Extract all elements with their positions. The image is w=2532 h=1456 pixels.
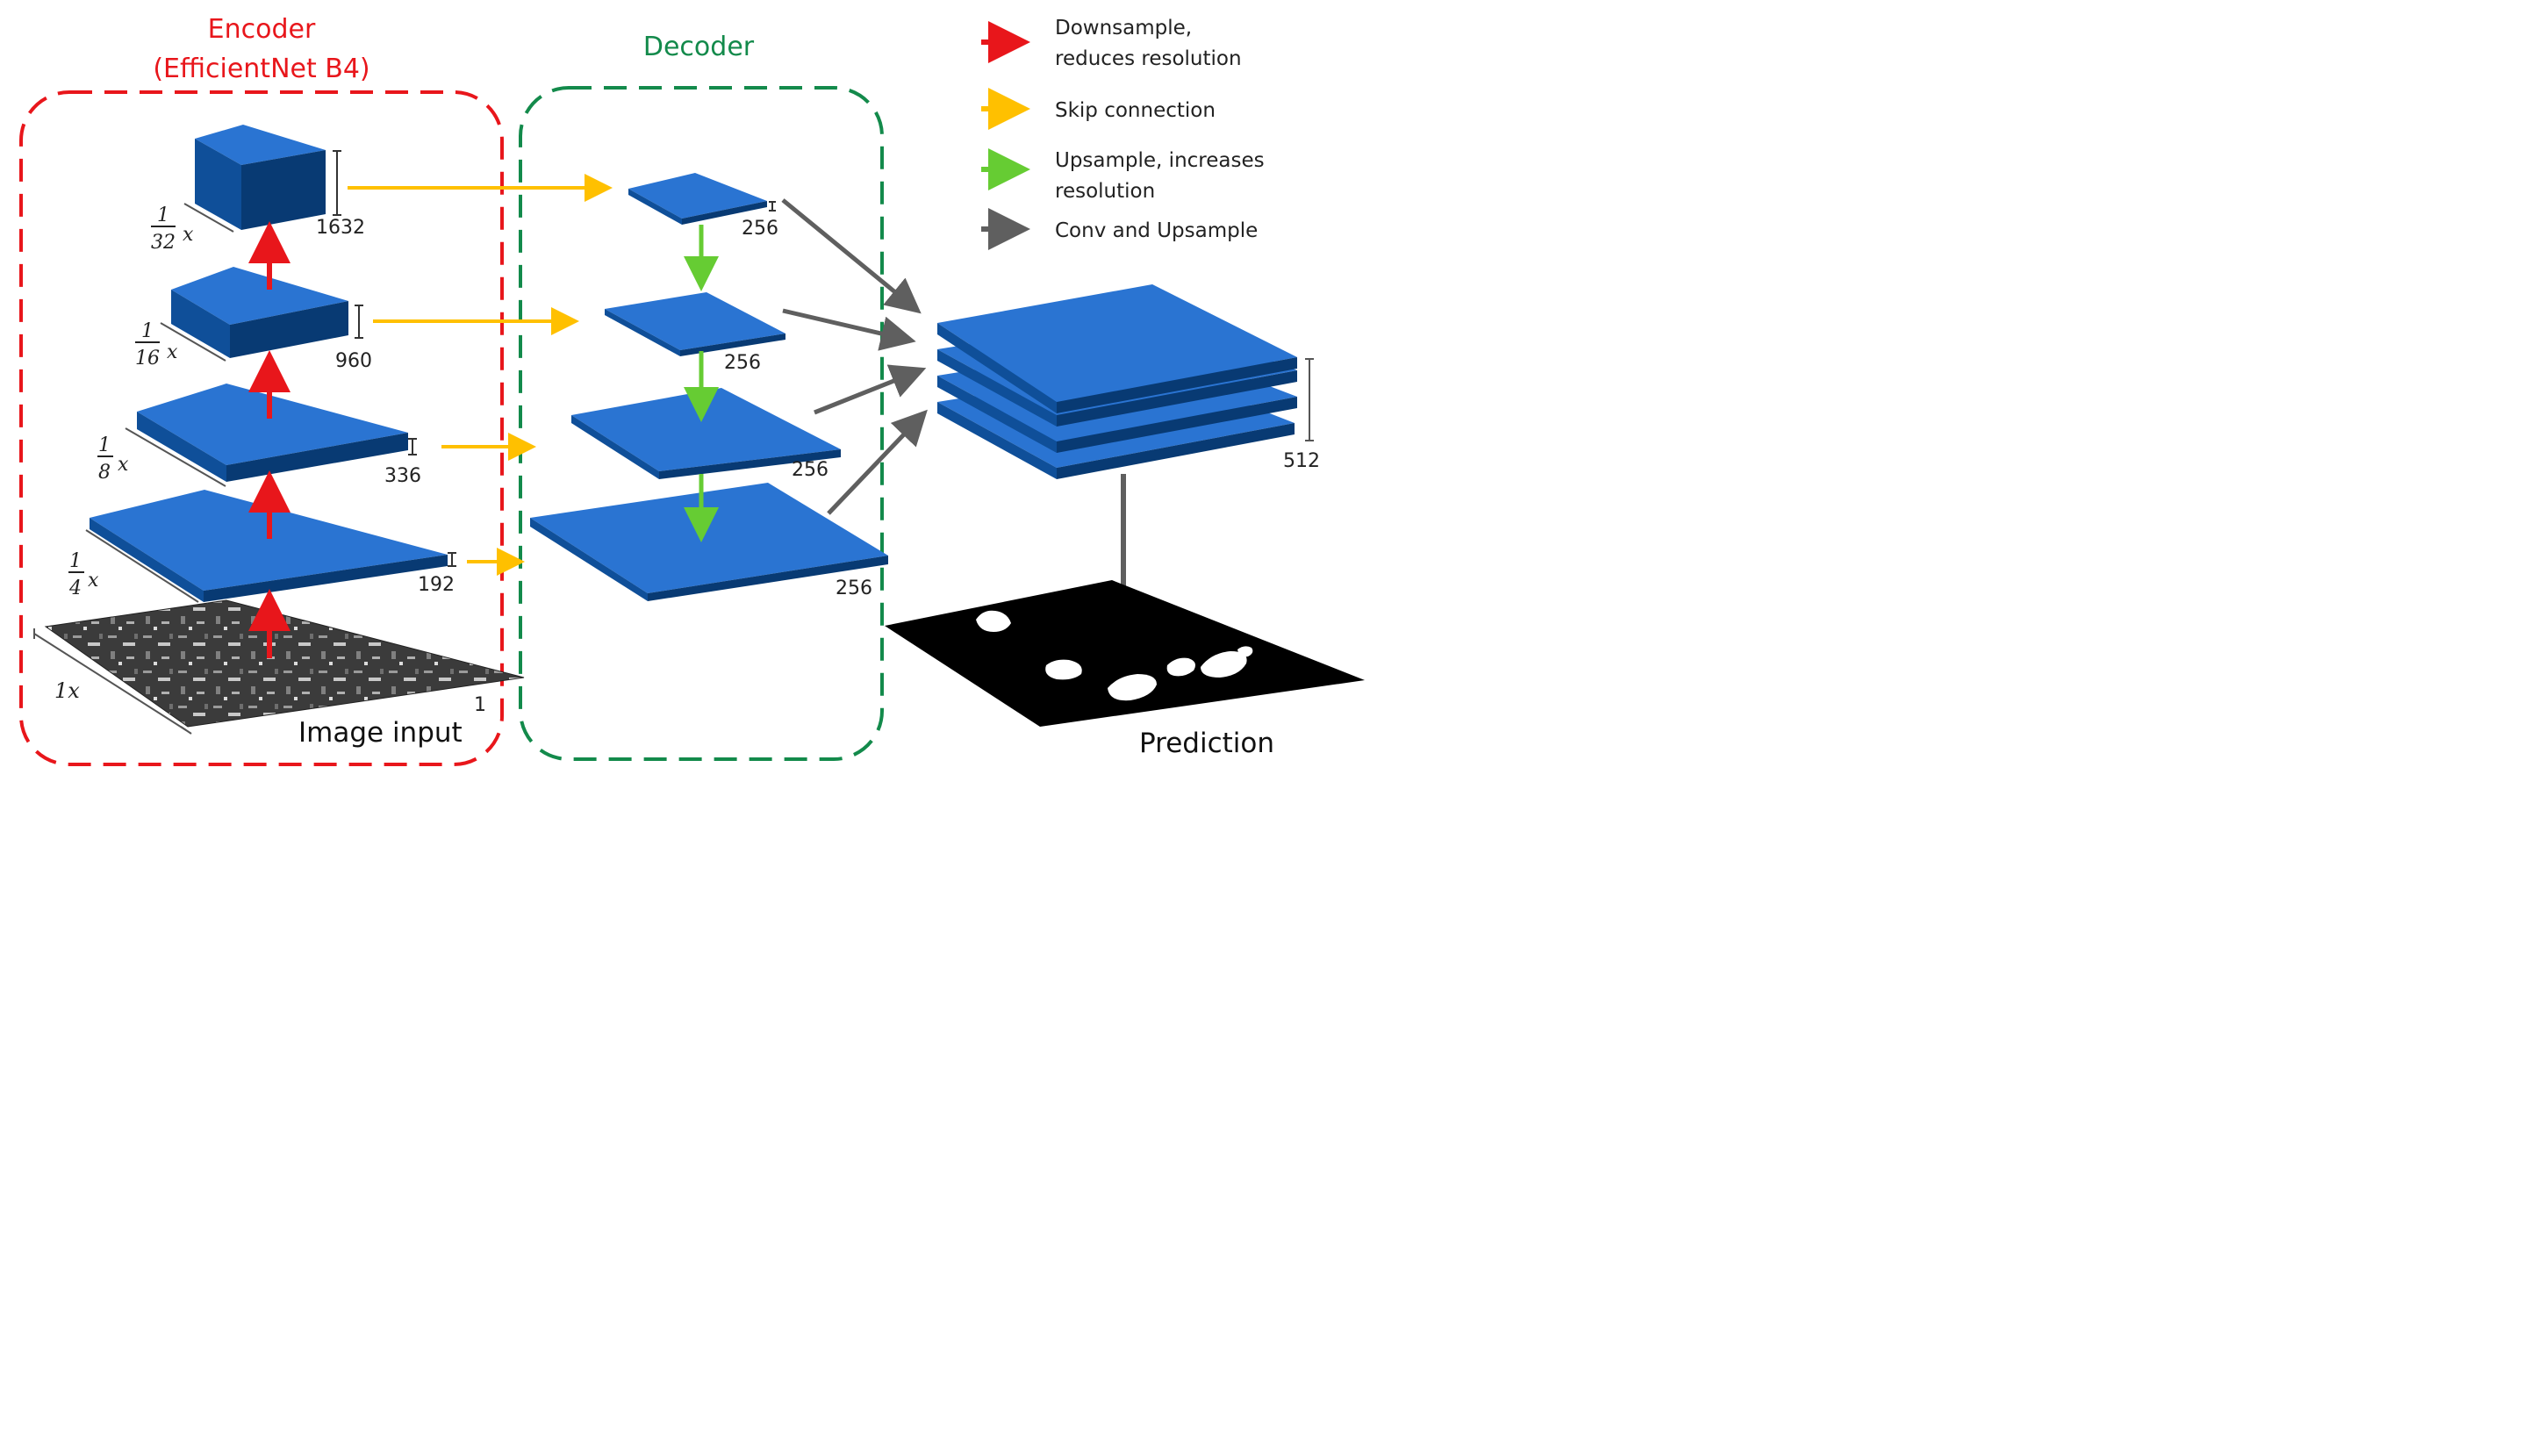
frac-eighth-x: x [118,454,129,476]
frac-thirtysecond-den: 32 [151,232,176,254]
frac-sixteenth-num: 1 [141,320,154,342]
image-input-scale: 1x [54,678,80,703]
decoder-plate-3: 256 [571,388,841,481]
frac-quarter-num: 1 [69,550,82,572]
prediction-mask: Prediction [885,580,1365,759]
frac-thirtysecond-num: 1 [157,204,169,226]
encoder-eighth-channels: 336 [384,465,421,487]
encoder-block-eighth: 1 8 x 336 [97,384,421,487]
frac-quarter-den: 4 [68,577,82,599]
encoder-thirtysecond-channels: 1632 [316,217,365,239]
decoder-plate-1: 256 [628,173,778,240]
prediction-label: Prediction [1139,728,1274,759]
output-channels: 512 [1283,450,1320,472]
frac-eighth-den: 8 [98,462,111,484]
encoder-title: Encoder [208,14,316,45]
encoder-block-quarter: 1 4 x 192 [68,490,456,603]
output-stack: 512 [937,284,1320,479]
image-input-plane: 1x 1 Image input [33,599,525,749]
frac-thirtysecond-x: x [183,224,194,246]
legend-conv-label: Conv and Upsample [1055,219,1258,242]
legend: Downsample, reduces resolution Skip conn… [981,17,1265,250]
frac-sixteenth-den: 16 [135,348,160,369]
legend-downsample-line1: Downsample, [1055,17,1192,39]
encoder-quarter-channels: 192 [418,574,455,596]
decoder-plate-4: 256 [530,483,888,601]
conv-upsample-arrows [781,198,1144,663]
decoder-title: Decoder [643,32,755,62]
image-input-label: Image input [298,717,463,749]
legend-downsample-line2: reduces resolution [1055,47,1242,70]
frac-quarter-x: x [88,570,99,592]
legend-upsample-line2: resolution [1055,180,1155,203]
encoder-block-sixteenth: 1 16 x 960 [135,267,372,372]
architecture-diagram: Encoder (EfficientNet B4) Decoder Downsa… [19,14,1365,766]
legend-skip-label: Skip connection [1055,99,1216,122]
encoder-block-thirtysecond: 1 32 x 1632 [151,125,365,254]
frac-eighth-num: 1 [98,434,111,456]
decoder-1-channels: 256 [742,218,778,240]
encoder-subtitle: (EfficientNet B4) [153,54,369,84]
encoder-sixteenth-channels: 960 [335,350,372,372]
decoder-plate-2: 256 [605,292,785,374]
decoder-3-channels: 256 [792,459,828,481]
output-plate-1 [937,284,1297,413]
decoder-2-channels: 256 [724,352,761,374]
decoder-frame [519,86,884,761]
skip-connections [348,174,613,576]
encoder-frame [19,90,504,766]
legend-upsample-line1: Upsample, increases [1055,149,1265,172]
decoder-4-channels: 256 [836,577,872,599]
frac-sixteenth-x: x [167,341,178,363]
image-input-channels: 1 [474,694,486,716]
